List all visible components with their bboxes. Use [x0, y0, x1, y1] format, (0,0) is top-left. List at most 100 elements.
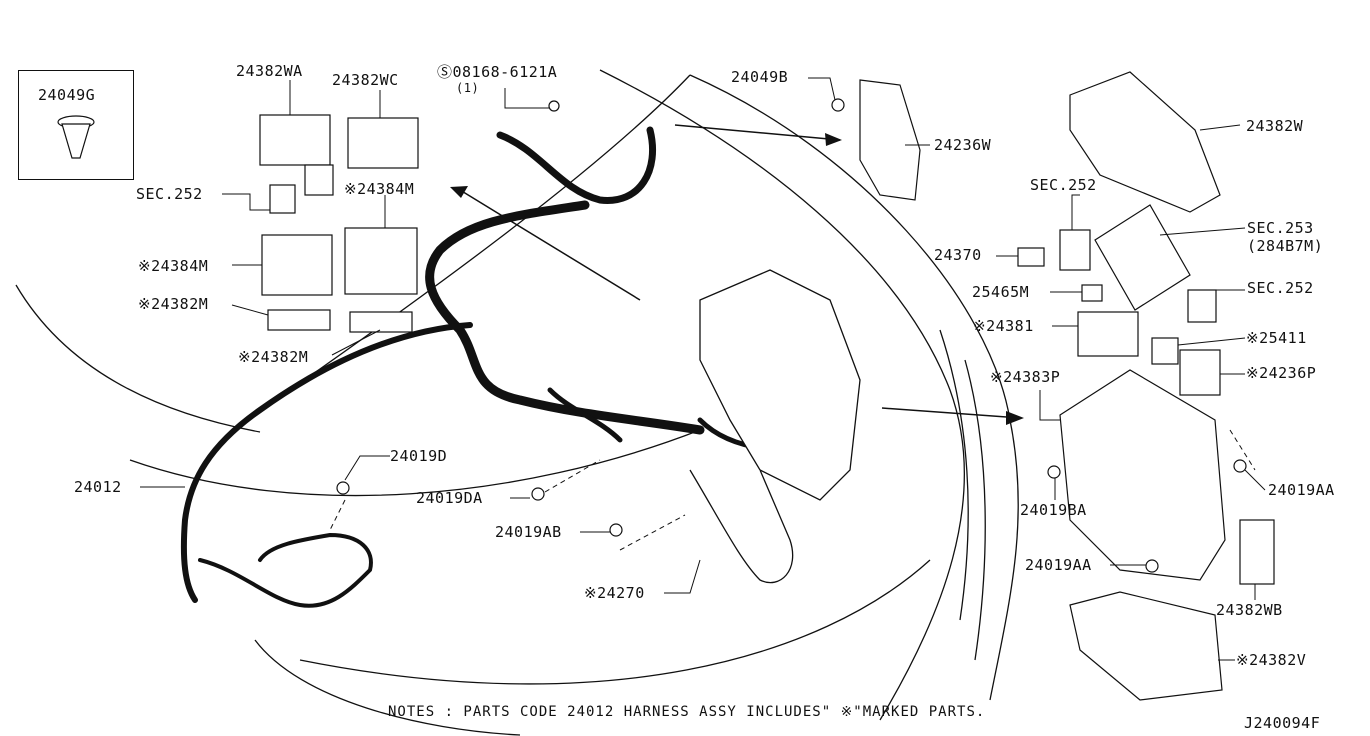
block-24236P: [1179, 349, 1221, 396]
fusebox-sec253: [1094, 204, 1191, 311]
label-25411: ※25411: [1246, 329, 1307, 347]
label-08168-6121A: Ⓢ08168-6121A: [437, 63, 558, 81]
arrowhead-24384M: [450, 186, 468, 198]
label-sec253-sub: (284B7M): [1247, 237, 1324, 255]
label-24370: 24370: [934, 246, 982, 264]
fuse-box-center: [699, 269, 861, 501]
dash-24019D: [329, 499, 346, 531]
relay-25465M: [1081, 284, 1103, 302]
leader-sec252-right-top: [1071, 194, 1080, 230]
bolt-24019D: [336, 481, 350, 495]
harness-top-bundle: [496, 126, 657, 204]
label-08168-qty: (1): [456, 81, 480, 95]
label-24012: 24012: [74, 478, 122, 496]
bolt-24019DA: [531, 487, 545, 501]
bolt-24049B: [831, 98, 845, 112]
leader-24382W: [1199, 124, 1241, 131]
harness-lower-branch: [547, 387, 623, 443]
dash-24019DA: [544, 459, 601, 493]
leader-24383P: [1039, 390, 1060, 421]
arrowhead-24236W: [825, 133, 842, 146]
body-outline-sweep: [599, 69, 966, 721]
arrow-to-24384M: [459, 189, 641, 301]
leader-sec252-left: [222, 193, 270, 211]
arrow-to-24236W: [674, 124, 841, 141]
label-sec253: SEC.253: [1247, 219, 1314, 237]
label-24382WA: 24382WA: [236, 62, 303, 80]
block-24381: [1077, 311, 1139, 357]
arrow-to-right-box: [881, 407, 1021, 419]
leader-sec253: [1159, 227, 1246, 236]
bracket-24382WB: [1239, 519, 1275, 585]
label-24382WB: 24382WB: [1216, 601, 1283, 619]
label-24382M-left: ※24382M: [138, 295, 209, 313]
clip-24382M-right: [349, 311, 413, 333]
label-24019AA-right: 24019AA: [1268, 481, 1335, 499]
inset-box: [18, 70, 134, 180]
body-outline-left: [15, 284, 261, 433]
lower-cover-24382V: [1069, 591, 1223, 701]
leader-24049B: [808, 77, 836, 101]
body-outline-bottom2: [299, 559, 931, 685]
label-sec252-right: SEC.252: [1247, 279, 1314, 297]
harness-ground-loop: [198, 533, 373, 608]
body-outline-curve-b: [964, 359, 986, 661]
relay-24382WC: [347, 117, 419, 169]
dash-24019AB: [619, 514, 686, 551]
dash-24019AA: [1229, 429, 1256, 471]
relay-sec252-right: [1059, 229, 1091, 271]
label-sec252-right-top: SEC.252: [1030, 176, 1097, 194]
label-24382M-bottom: ※24382M: [238, 348, 309, 366]
label-24236W: 24236W: [934, 136, 992, 154]
leader-08168: [504, 88, 550, 109]
clip-24049G-body: [61, 123, 91, 159]
leader-24019D: [344, 455, 390, 481]
label-24384M-left: ※24384M: [138, 257, 209, 275]
label-sec252-left: SEC.252: [136, 185, 203, 203]
body-outline-right: [689, 74, 1019, 701]
body-outline-bottom: [254, 639, 521, 736]
cover-24384M-left: [261, 234, 333, 296]
label-24019AA-left: 24019AA: [1025, 556, 1092, 574]
label-24049B: 24049B: [731, 68, 789, 86]
label-24270: ※24270: [584, 584, 645, 602]
label-24049G: 24049G: [38, 86, 96, 104]
arrowhead-right-box: [1006, 411, 1024, 425]
leader-24019AA-right: [1244, 469, 1266, 491]
bolt-24019AA-right: [1233, 459, 1247, 473]
bolt-24019AA-left: [1145, 559, 1159, 573]
cover-24384M-right: [344, 227, 418, 295]
label-24381: ※24381: [973, 317, 1034, 335]
body-outline-curve-a: [939, 329, 969, 621]
label-24019BA: 24019BA: [1020, 501, 1087, 519]
leader-24382M-bottom: [331, 329, 381, 356]
relay-sec252-r2: [1187, 289, 1217, 323]
label-24382WC: 24382WC: [332, 71, 399, 89]
fuse-box-bracket: [689, 469, 794, 584]
leader-24382M-left: [231, 304, 269, 316]
harness-long-run: [180, 322, 473, 603]
label-24382V: ※24382V: [1236, 651, 1307, 669]
label-24019AB: 24019AB: [495, 523, 562, 541]
relay-sec252-b: [304, 164, 334, 196]
clip-24382M-left: [267, 309, 331, 331]
label-24236P: ※24236P: [1246, 364, 1317, 382]
label-25465M: 25465M: [972, 283, 1030, 301]
nut-24019BA: [1047, 465, 1061, 479]
label-24382W: 24382W: [1246, 117, 1304, 135]
diagram-id: J240094F: [1244, 714, 1321, 732]
leader-25411: [1177, 337, 1246, 346]
screw-08168: [548, 100, 560, 112]
body-outline-inner: [129, 429, 701, 497]
notes-text: NOTES : PARTS CODE 24012 HARNESS ASSY IN…: [388, 704, 986, 720]
label-24383P: ※24383P: [990, 368, 1061, 386]
label-24384M-top: ※24384M: [344, 180, 415, 198]
label-24019DA: 24019DA: [416, 489, 483, 507]
bracket-24236W: [859, 79, 921, 201]
relay-24382WA: [259, 114, 331, 166]
box-24383P: [1059, 369, 1226, 581]
harness-main-bundle: [425, 200, 705, 435]
label-24019D: 24019D: [390, 447, 448, 465]
bolt-24019AB: [609, 523, 623, 537]
